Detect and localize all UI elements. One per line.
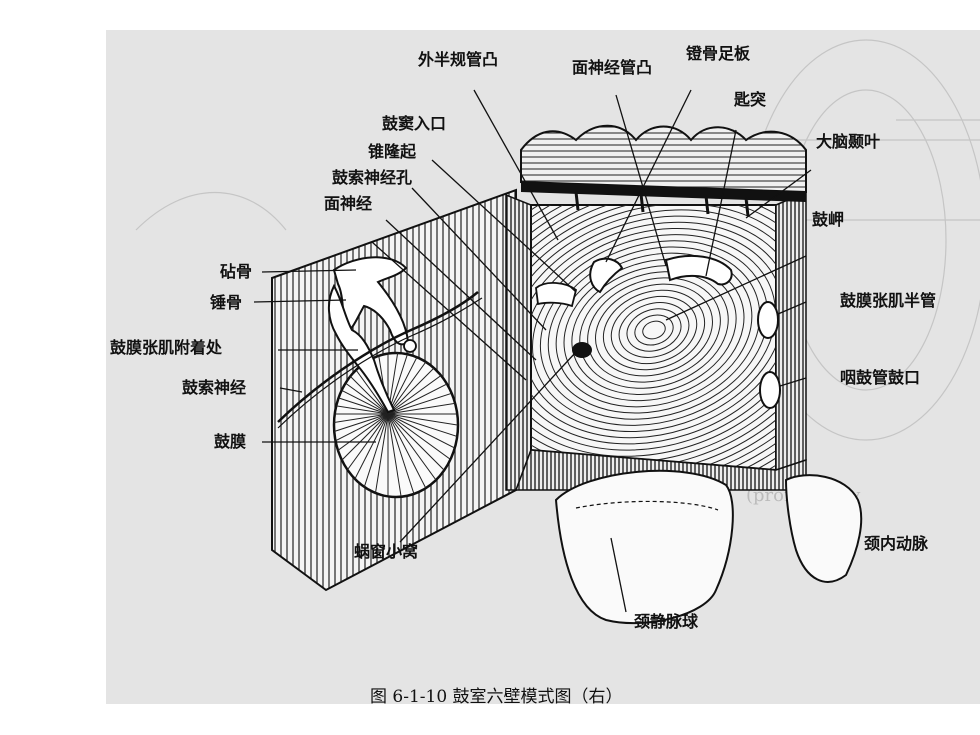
- label-eustachian-orifice: 咽鼓管鼓口: [840, 368, 921, 387]
- label-lateral-semicircular-prominence: 外半规管凸: [418, 50, 499, 69]
- tegmen-dark-strip: [521, 182, 806, 202]
- eustachian-opening: [759, 371, 781, 409]
- label-incus: 砧骨: [220, 262, 253, 281]
- label-aditus-ad-antrum: 鼓窦入口: [382, 114, 447, 133]
- facial-canal-ridge: [664, 254, 733, 286]
- tympanic-membrane-shape: [332, 351, 460, 499]
- aditus-tube: [535, 282, 578, 308]
- label-round-window-niche: 蜗窗小窝: [354, 542, 419, 561]
- label-tensor-tympani-semicanal: 鼓膜张肌半管: [840, 291, 937, 310]
- label-tympanic-membrane: 鼓膜: [214, 432, 247, 451]
- stapes-shape: [589, 257, 624, 294]
- label-internal-carotid: 颈内动脉: [864, 534, 929, 553]
- round-window: [572, 342, 592, 358]
- label-malleus: 锤骨: [210, 293, 243, 312]
- label-chorda-tympani-foramen: 鼓索神经孔: [332, 168, 413, 187]
- label-stapes-footplate: 镫骨足板: [686, 44, 751, 63]
- label-promontory: 鼓岬: [812, 210, 845, 229]
- leader-lines: [253, 89, 812, 613]
- label-jugular-bulb: 颈静脉球: [634, 612, 699, 631]
- internal-carotid-shape: [784, 474, 863, 583]
- label-cochleariform-process: 匙突: [734, 90, 767, 109]
- jugular-bulb-shape: [554, 469, 734, 625]
- label-tensor-tympani-attachment: 鼓膜张肌附着处: [110, 338, 223, 357]
- figure-caption: 图 6-1-10 鼓室六壁模式图（右）: [370, 687, 623, 704]
- label-facial-canal-prominence: 面神经管凸: [572, 58, 653, 77]
- incus-tip: [403, 339, 417, 353]
- posterior-wall: [775, 190, 807, 472]
- figure-panel: (promontory: [106, 30, 980, 704]
- tensor-semicanal-opening: [757, 301, 779, 339]
- tympanic-cavity-diagram: [135, 39, 980, 625]
- malleus-shape: [328, 283, 396, 414]
- label-pyramidal-eminence: 锥隆起: [368, 142, 417, 161]
- chorda-tympani-shape: [277, 291, 479, 423]
- label-temporal-lobe: 大脑颞叶: [816, 132, 881, 151]
- label-facial-nerve: 面神经: [324, 194, 373, 213]
- tegmen-roof: [520, 124, 807, 194]
- label-chorda-tympani: 鼓索神经: [182, 378, 247, 397]
